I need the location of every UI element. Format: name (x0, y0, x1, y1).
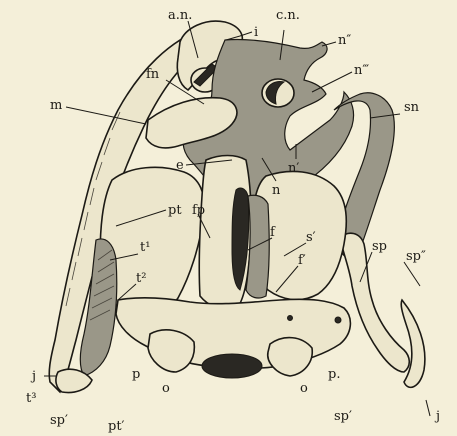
label-p-dot: p. (328, 367, 340, 382)
label-m: m (50, 98, 62, 113)
label-cn: c.n. (276, 8, 300, 23)
label-n-triple-prime: n‴ (354, 63, 369, 78)
label-an: a.n. (168, 8, 192, 23)
label-i-top: i (254, 25, 258, 40)
label-sn: sn (404, 100, 420, 115)
label-sp-double-prime: sp″ (406, 249, 426, 264)
right-lower-arch (340, 233, 409, 372)
label-p: p (132, 367, 140, 382)
label-fn: fn (146, 67, 160, 82)
label-n: n (272, 183, 281, 198)
label-sp-prime-left: sp′ (50, 413, 68, 428)
label-o-left: o (162, 381, 170, 396)
label-pt: pt (168, 203, 182, 218)
pore-f-prime (288, 316, 293, 321)
right-hook (401, 300, 425, 387)
label-sp-prime-right: sp′ (334, 409, 352, 424)
label-j-left: j (30, 369, 36, 384)
label-s-prime: s′ (306, 230, 316, 245)
foramen-magnum (202, 354, 262, 378)
label-n-double-prime: n″ (338, 33, 351, 48)
label-t1: t¹ (140, 240, 150, 255)
label-f-prime: f′ (298, 253, 306, 268)
label-j-right: j (434, 409, 440, 424)
label-t2: t² (136, 271, 146, 286)
left-condyle (148, 330, 194, 372)
label-t3: t³ (26, 391, 36, 406)
right-condyle (268, 338, 313, 376)
label-sp: sp (372, 239, 387, 254)
label-o-right: o (300, 381, 308, 396)
label-pt-prime: pt′ (108, 419, 125, 434)
pore-p (335, 317, 341, 323)
label-n-prime: n′ (288, 161, 299, 176)
label-fp: fp (192, 203, 205, 218)
interorbital-septum (246, 195, 269, 298)
label-e: e (176, 158, 184, 173)
